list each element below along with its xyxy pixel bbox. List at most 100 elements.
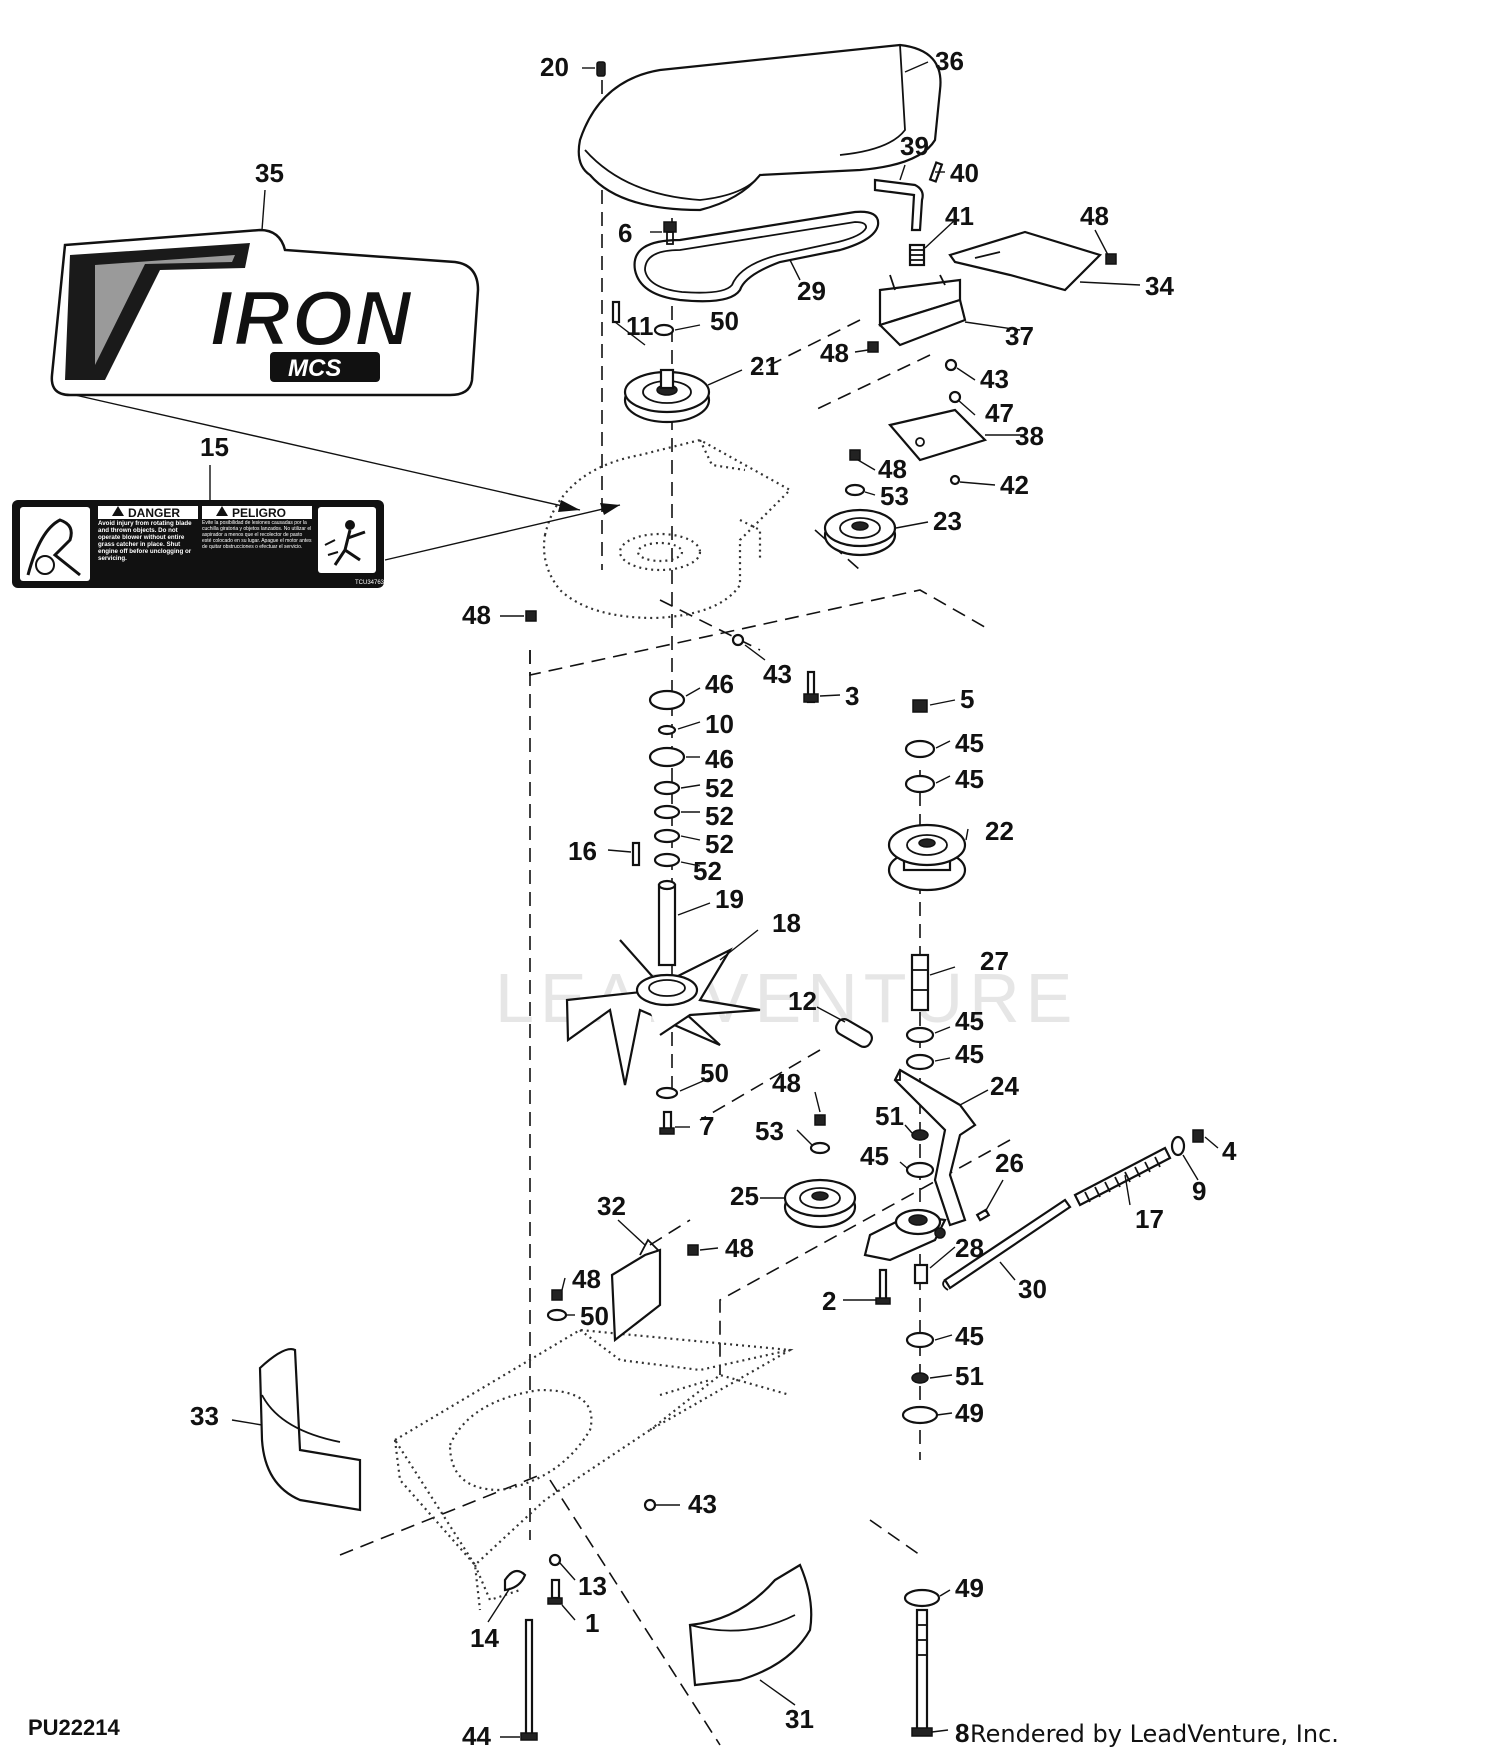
- callout-51-b: 51: [955, 1361, 984, 1391]
- part-53-washer-a: [844, 483, 866, 497]
- part-45-bearing-e: [905, 1161, 935, 1179]
- part-7-bolt: [659, 1110, 675, 1135]
- callout-44: 44: [462, 1721, 491, 1750]
- part-43-bolt-b: [731, 633, 745, 647]
- callout-48-d: 48: [462, 600, 491, 630]
- callout-52-c: 52: [705, 829, 734, 859]
- part-45-bearing-c: [905, 1026, 935, 1044]
- part-45-bearing-b: [904, 774, 936, 794]
- callout-53-a: 53: [880, 481, 909, 511]
- callout-43-a: 43: [980, 364, 1009, 394]
- part-9-washer: [1170, 1135, 1186, 1157]
- callout-28: 28: [955, 1233, 984, 1263]
- callout-6: 6: [618, 218, 632, 248]
- callout-50-a: 50: [710, 306, 739, 336]
- part-15-warning-decal: DANGER PELIGRO Avoid injury from rotatin…: [12, 500, 385, 588]
- callout-26: 26: [995, 1148, 1024, 1178]
- callout-48-g: 48: [572, 1264, 601, 1294]
- part-31-deflector: [688, 1563, 813, 1687]
- part-14-clip: [503, 1569, 527, 1592]
- warning-decal-code: TCU34763: [355, 580, 385, 586]
- render-credit: Rendered by LeadVenture, Inc.: [970, 1720, 1339, 1748]
- part-2-bolt: [875, 1268, 891, 1305]
- callout-19: 19: [715, 884, 744, 914]
- callout-52-d: 52: [693, 856, 722, 886]
- callout-43-b: 43: [763, 659, 792, 689]
- part-48-nut-e: [814, 1114, 826, 1126]
- callout-51-a: 51: [875, 1101, 904, 1131]
- callout-11: 11: [626, 311, 654, 341]
- part-48-nut-c: [849, 449, 861, 461]
- callout-22: 22: [985, 816, 1014, 846]
- callout-47: 47: [985, 398, 1014, 428]
- part-43-bolt-c: [643, 1498, 657, 1512]
- part-10-spacer: [657, 724, 677, 736]
- part-45-bearing-a: [904, 739, 936, 759]
- part-5-nut: [912, 699, 928, 713]
- figure-id: PU22214: [28, 1715, 121, 1740]
- callout-31: 31: [785, 1704, 814, 1734]
- part-47-nut: [948, 390, 962, 404]
- callout-10: 10: [705, 709, 734, 739]
- part-44-long-bolt: [520, 1618, 538, 1741]
- callout-39: 39: [900, 131, 929, 161]
- part-4-nut: [1192, 1129, 1204, 1143]
- deck-plate-upper: [542, 438, 792, 620]
- callout-50-b: 50: [700, 1058, 729, 1088]
- part-35-logo-decal: 7 IRON MCS: [50, 228, 480, 397]
- callout-35: 35: [255, 158, 284, 188]
- part-42-screw: [949, 474, 961, 486]
- callout-38: 38: [1015, 421, 1044, 451]
- part-30-adjuster-rod: [942, 1198, 1072, 1291]
- callout-5: 5: [960, 684, 974, 714]
- part-3-bolt: [803, 670, 819, 704]
- part-23-idler-pulley: [823, 508, 897, 557]
- callout-40: 40: [950, 158, 979, 188]
- part-11-pin: [611, 300, 621, 324]
- callout-45-c: 45: [955, 1006, 984, 1036]
- part-18-impeller: [565, 939, 761, 1086]
- callout-45-e: 45: [860, 1141, 889, 1171]
- part-19-shaft: [657, 879, 677, 967]
- part-48-nut-a: [1105, 253, 1117, 265]
- part-22-drive-pulley: [887, 823, 967, 892]
- callout-43-c: 43: [688, 1489, 717, 1519]
- callout-21: 21: [750, 351, 779, 381]
- callout-leaders: [74, 61, 1219, 1738]
- callout-30: 30: [1018, 1274, 1047, 1304]
- callout-50-c: 50: [580, 1301, 609, 1331]
- part-51-clip-a: [911, 1129, 929, 1141]
- callout-23: 23: [933, 506, 962, 536]
- part-48-nut-b: [867, 341, 879, 353]
- callout-3: 3: [845, 681, 859, 711]
- callout-36: 36: [935, 46, 964, 76]
- callout-48-c: 48: [878, 454, 907, 484]
- callout-33: 33: [190, 1401, 219, 1431]
- part-51-clip-b: [911, 1372, 929, 1384]
- part-49-washer-a: [901, 1405, 939, 1425]
- part-50-washer-upper: [653, 323, 675, 337]
- callout-7: 7: [700, 1111, 714, 1141]
- callout-4: 4: [1222, 1136, 1237, 1166]
- callout-45-b: 45: [955, 764, 984, 794]
- part-25-idler-pulley: [783, 1178, 857, 1229]
- callout-24: 24: [990, 1071, 1019, 1101]
- callout-32: 32: [597, 1191, 626, 1221]
- warning-spanish-text: Evite la posibilidad de lesiones causada…: [202, 520, 312, 550]
- callout-14: 14: [470, 1623, 499, 1653]
- callout-27: 27: [980, 946, 1009, 976]
- part-50-washer-lower: [546, 1308, 568, 1322]
- callout-48-f: 48: [725, 1233, 754, 1263]
- callout-52-b: 52: [705, 801, 734, 831]
- callout-37: 37: [1005, 321, 1034, 351]
- callout-13: 13: [578, 1571, 607, 1601]
- part-45-bearing-f: [905, 1331, 935, 1349]
- part-53-washer-b: [809, 1141, 831, 1155]
- callout-48-e: 48: [772, 1068, 801, 1098]
- callout-25: 25: [730, 1181, 759, 1211]
- callout-42: 42: [1000, 470, 1029, 500]
- part-29-drive-belt: [633, 210, 880, 303]
- part-33-deflector: [258, 1348, 362, 1512]
- part-49-washer-b: [903, 1588, 941, 1608]
